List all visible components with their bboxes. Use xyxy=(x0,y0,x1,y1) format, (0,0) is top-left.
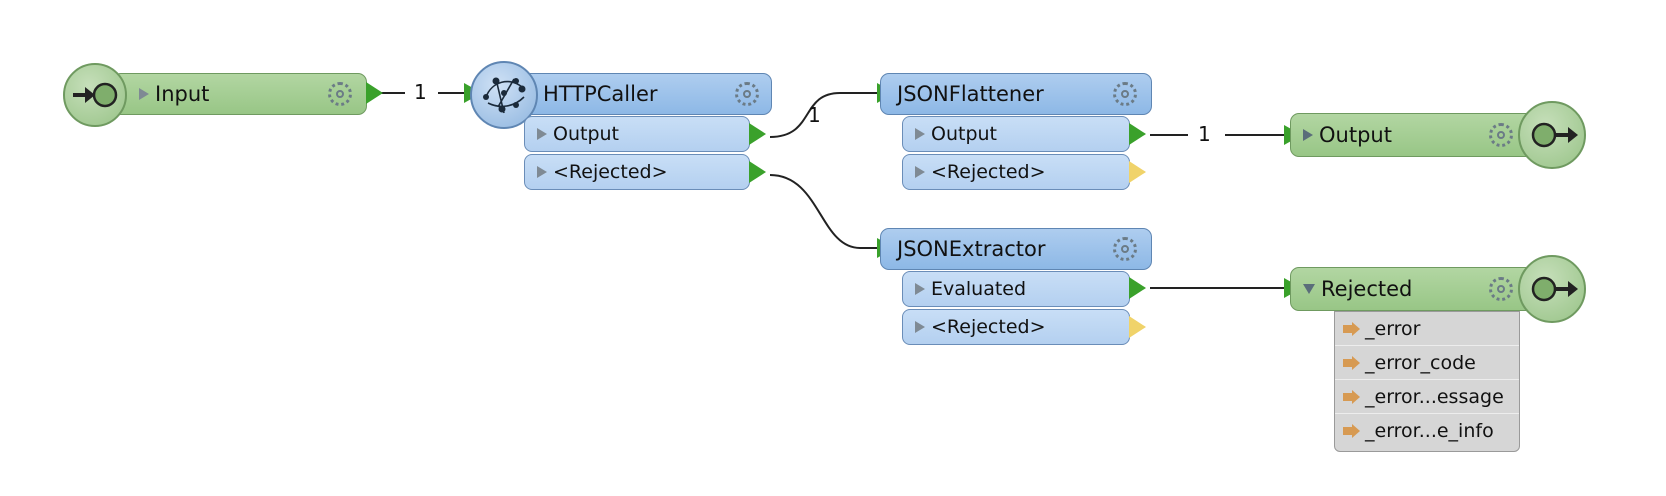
output-arrow-circle-icon xyxy=(1531,122,1578,148)
expand-triangle-icon[interactable] xyxy=(537,166,547,178)
input-node-label: Input xyxy=(155,82,210,106)
expand-triangle-icon[interactable] xyxy=(915,283,925,295)
jsonflattener-port-output[interactable]: Output xyxy=(902,116,1130,152)
httpcaller-header[interactable]: HTTPCaller xyxy=(504,73,772,115)
httpcaller-output-port-icon[interactable] xyxy=(749,123,766,145)
httpcaller-port-rejected-label: <Rejected> xyxy=(553,161,668,183)
input-node-circle[interactable] xyxy=(63,63,127,127)
expand-triangle-icon[interactable] xyxy=(139,88,149,100)
rejected-node-label: Rejected xyxy=(1321,277,1413,301)
attribute-item[interactable]: _error...essage xyxy=(1335,380,1519,414)
httpcaller-rejected-port-icon[interactable] xyxy=(749,161,766,183)
input-node-bar[interactable]: Input xyxy=(112,73,367,115)
jsonextractor-evaluated-port-icon[interactable] xyxy=(1129,277,1146,299)
jsonflattener-port-output-label: Output xyxy=(931,123,997,145)
httpcaller-label: HTTPCaller xyxy=(543,82,658,106)
httpcaller-port-output[interactable]: Output xyxy=(524,116,750,152)
rejected-node-bar[interactable]: Rejected xyxy=(1290,267,1535,311)
jsonextractor-header[interactable]: JSONExtractor xyxy=(880,228,1152,270)
jsonextractor-port-evaluated[interactable]: Evaluated xyxy=(902,271,1130,307)
link-count-httpcaller-jsonflattener: 1 xyxy=(808,103,821,127)
jsonextractor-port-evaluated-label: Evaluated xyxy=(931,278,1027,300)
gear-icon[interactable] xyxy=(1113,82,1137,106)
output-node-label: Output xyxy=(1319,123,1392,147)
jsonflattener-port-rejected[interactable]: <Rejected> xyxy=(902,154,1130,190)
rejected-attribute-list: _error _error_code _error...essage _erro… xyxy=(1334,311,1520,452)
jsonflattener-output-port-icon[interactable] xyxy=(1129,123,1146,145)
expand-triangle-icon[interactable] xyxy=(537,128,547,140)
gear-icon[interactable] xyxy=(328,82,352,106)
attribute-arrow-icon xyxy=(1343,424,1361,438)
jsonflattener-header[interactable]: JSONFlattener xyxy=(880,73,1152,115)
attribute-arrow-icon xyxy=(1343,321,1361,336)
httpcaller-globe-icon xyxy=(470,61,538,129)
input-arrow-circle-icon xyxy=(73,82,118,108)
attribute-label: _error xyxy=(1365,317,1421,340)
link-count-jsonflattener-output: 1 xyxy=(1198,122,1211,146)
jsonextractor-port-rejected[interactable]: <Rejected> xyxy=(902,309,1130,345)
attribute-item[interactable]: _error_code xyxy=(1335,346,1519,380)
expand-triangle-icon[interactable] xyxy=(915,166,925,178)
jsonextractor-label: JSONExtractor xyxy=(897,237,1046,261)
attribute-label: _error...essage xyxy=(1365,385,1504,408)
jsonflattener-rejected-port-icon[interactable] xyxy=(1129,161,1146,183)
link-httpcaller-jsonextractor xyxy=(769,174,878,249)
rejected-node-circle[interactable] xyxy=(1518,255,1586,323)
output-node-bar[interactable]: Output xyxy=(1290,113,1535,157)
jsonflattener-port-rejected-label: <Rejected> xyxy=(931,161,1046,183)
expand-triangle-icon[interactable] xyxy=(915,321,925,333)
jsonextractor-port-rejected-label: <Rejected> xyxy=(931,316,1046,338)
gear-icon[interactable] xyxy=(1489,277,1513,301)
jsonflattener-label: JSONFlattener xyxy=(897,82,1044,106)
input-output-port-icon[interactable] xyxy=(366,82,383,104)
link-count-input-httpcaller: 1 xyxy=(414,80,427,104)
attribute-label: _error...e_info xyxy=(1365,420,1494,442)
attribute-arrow-icon xyxy=(1343,355,1361,370)
expand-triangle-icon[interactable] xyxy=(915,128,925,140)
attribute-item[interactable]: _error...e_info xyxy=(1335,414,1519,448)
expand-triangle-icon[interactable] xyxy=(1303,129,1313,141)
attribute-item[interactable]: _error xyxy=(1335,312,1519,346)
output-arrow-circle-icon xyxy=(1531,276,1578,302)
link-httpcaller-jsonflattener xyxy=(769,92,878,138)
httpcaller-port-rejected[interactable]: <Rejected> xyxy=(524,154,750,190)
attribute-arrow-icon xyxy=(1343,389,1361,404)
gear-icon[interactable] xyxy=(1489,123,1513,147)
httpcaller-port-output-label: Output xyxy=(553,123,619,145)
collapse-triangle-icon[interactable] xyxy=(1303,284,1315,294)
output-node-circle[interactable] xyxy=(1518,101,1586,169)
attribute-label: _error_code xyxy=(1365,351,1476,374)
gear-icon[interactable] xyxy=(735,82,759,106)
gear-icon[interactable] xyxy=(1113,237,1137,261)
jsonextractor-rejected-port-icon[interactable] xyxy=(1129,316,1146,338)
